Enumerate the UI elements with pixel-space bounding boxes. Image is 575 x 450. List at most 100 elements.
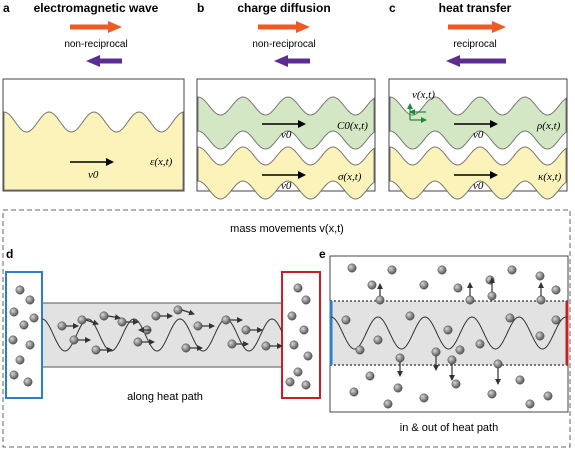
panel-b-top-velocity-label: v0 [281,129,292,141]
panel-e-particles [341,263,561,409]
particle [19,320,29,330]
panel-d-heat-path [41,302,283,368]
panel-a-backward-arrow [86,55,122,67]
panel-b-bottom-field-label: σ(x,t) [338,171,362,183]
particle [453,283,463,293]
particle [341,315,351,325]
particle [375,295,385,305]
panel-b-bottom-layer [197,146,375,200]
particle [505,313,515,323]
particle [543,391,553,401]
panel-c-local-velocity-label: v(x,t) [412,89,435,101]
panel-c-top-layer [389,96,567,150]
panel-a-frame [2,78,185,192]
particle [551,315,561,325]
panel-b-bottom-velocity-label: v0 [281,180,292,192]
particle [9,370,19,380]
panel-d-particles [8,283,313,390]
particle [299,325,309,335]
particle [25,295,35,305]
particle [487,291,497,301]
particle-velocity-arrow [85,319,99,326]
particle [451,379,461,389]
panel-d-label: d [6,247,13,261]
panel-a-title: electromagnetic wave [34,1,159,15]
particle [193,321,203,331]
panel-e-wave [330,316,568,350]
panel-e-label: e [319,247,326,261]
particle [405,311,415,321]
particle [383,399,393,409]
particle [301,380,311,390]
panel-d-caption: along heat path [127,391,203,403]
panel-c-bottom-layer [389,146,567,200]
mass-movements-frame [2,209,571,448]
particle [261,341,271,351]
panel-b-reciprocity: non-reciprocal [252,39,315,50]
particle [151,311,161,321]
particle [301,295,311,305]
panel-a-wave-region [3,111,184,191]
particle [493,359,503,369]
particle [535,331,545,341]
particle [475,339,485,349]
particle [431,347,441,357]
mass-movements-title: mass movements v(x,t) [230,223,344,235]
particle [303,351,313,361]
panel-c-bottom-field-label: κ(x,t) [538,171,562,183]
particle [287,311,297,321]
particle [347,263,357,273]
particle [419,280,429,290]
panel-b-top-field-label: C0(x,t) [337,120,368,132]
panel-c-label: c [389,1,396,15]
particle [293,367,303,377]
particle [465,295,475,305]
particle [447,355,457,365]
particle [9,307,19,317]
particle [133,337,143,347]
particle [285,377,295,387]
particle [69,335,79,345]
particle-velocity-arrow [181,309,195,316]
panel-c-forward-arrow [448,21,506,33]
panel-b-label: b [197,1,204,15]
panel-b-forward-arrow [258,21,310,33]
particle [487,389,497,399]
particle [349,387,359,397]
panel-c-reciprocity: reciprocal [453,39,496,50]
panel-c-title: heat transfer [439,1,512,15]
particle [99,311,109,321]
particle [29,313,39,323]
particle [507,265,517,275]
panel-c-backward-arrow [446,55,506,67]
panel-b-top-layer [197,96,375,150]
particle [536,295,546,305]
particle [25,340,35,350]
particle [395,353,405,363]
panel-c-local-velocity-arrows [407,103,427,123]
particle-velocity-arrow [107,314,121,321]
particle [23,377,33,387]
particle [437,265,447,275]
particle [117,317,127,327]
particle [365,371,375,381]
particle [515,375,525,385]
panel-a-reciprocity: non-reciprocal [64,39,127,50]
panel-c-top-velocity-label: v0 [473,129,484,141]
particle [419,393,429,403]
particle [485,275,495,285]
particle [551,285,561,295]
particle [455,345,465,355]
particle [393,383,403,393]
panel-c-top-field-label: ρ(x,t) [536,120,561,132]
particle [387,265,397,275]
particle [241,325,251,335]
particle [525,399,535,409]
particle [355,345,365,355]
panel-c-bottom-velocity-label: v0 [473,180,484,192]
particle [181,343,191,353]
particle [8,335,18,345]
particle [15,355,25,365]
panel-a-forward-arrow [70,21,122,33]
